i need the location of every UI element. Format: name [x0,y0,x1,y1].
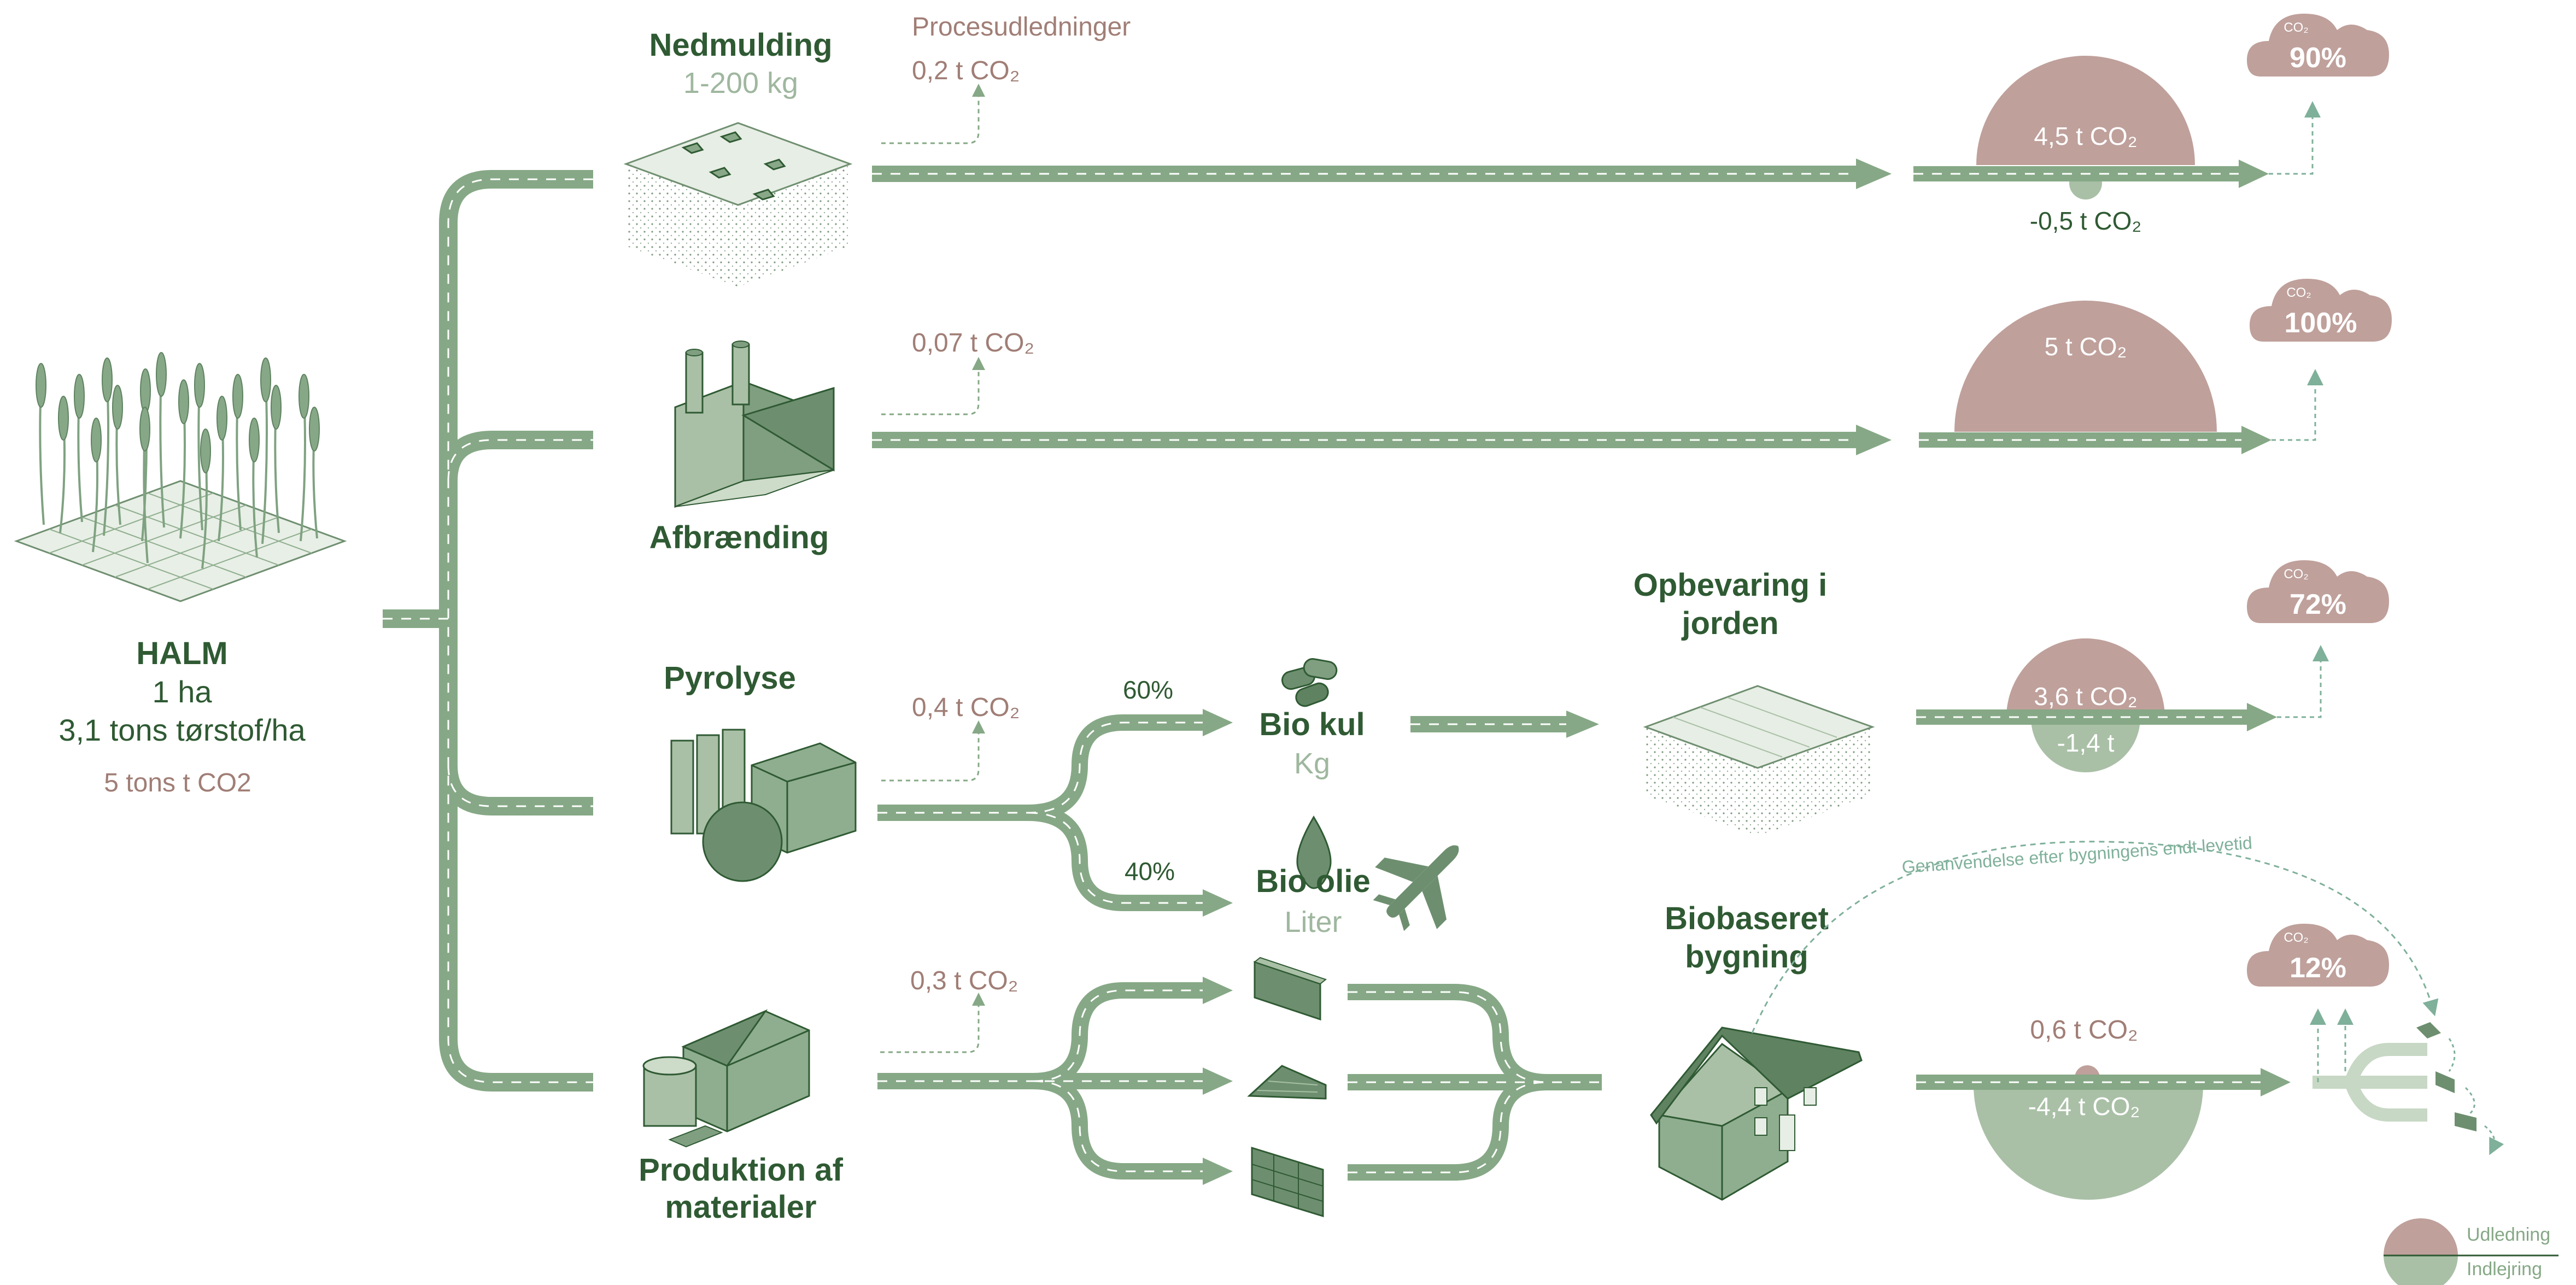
cloud2-co2: CO₂ [2286,285,2311,300]
legend-storage-swatch [2384,1255,2458,1285]
route1-storage-label: -0,5 t CO₂ [2030,207,2141,235]
cloud2-pct: 100% [2285,307,2357,339]
storage-stage-line1: Opbevaring i [1634,567,1828,603]
cloud4-co2: CO₂ [2284,930,2308,945]
soil-plot-icon [623,122,853,287]
route3-emission-dome [2006,638,2165,718]
route4-process-co2: 0,3 t CO₂ [910,966,1018,995]
product-biooil-unit: Liter [1284,906,1342,938]
panel-icon [1253,957,1327,1021]
brick-icon [1251,1146,1324,1218]
route1-emission-label: 4,5 t CO₂ [2034,122,2137,150]
route4-result-road [1916,1068,2291,1096]
legend-storage-label: Indlejring [2467,1259,2542,1280]
route3-road [877,714,1211,911]
route3-storage-label: -1,4 t [2057,729,2115,757]
route1-sub: 1-200 kg [683,67,798,99]
route4-title-line1: Produktion af [639,1152,843,1188]
route2-process-co2: 0,07 t CO₂ [912,328,1034,357]
factory-icon [674,341,835,508]
cloud4-pct: 12% [2290,952,2346,984]
charcoal-icon [1281,658,1338,707]
route2-result-road [1919,426,2271,454]
route1-result-road [1913,160,2269,188]
small-panel-icon [2436,1071,2455,1093]
route4-emission-label: 0,6 t CO₂ [2030,1016,2138,1045]
route4-title-line2: materialer [665,1189,816,1225]
route4-road-in [877,982,1211,1180]
route2-road [872,425,1892,455]
source-area: 1 ha [153,674,213,709]
biochar-road [1410,711,1599,738]
cloud-icon-route3: CO₂ 72% [2247,560,2389,623]
cloud1-pct: 90% [2290,42,2346,74]
product-biochar-unit: Kg [1294,747,1330,780]
route3-storage-dome [2031,718,2140,772]
cloud-icon-route1: CO₂ 90% [2247,14,2389,77]
split-bottom: 40% [1125,857,1175,885]
route4-storage-label: -4,4 t CO₂ [2028,1092,2140,1120]
cloud1-co2: CO₂ [2284,20,2308,35]
route3-result-road [1916,703,2277,731]
route2-title: Afbrænding [649,520,829,555]
route1-process-co2: 0,2 t CO₂ [912,56,1020,85]
roof-icon [1247,1065,1327,1100]
pyrolysis-plant-icon [670,729,857,882]
small-brick-icon [2455,1112,2477,1131]
route4-storage-dome [1974,1085,2203,1200]
wheat-field-icon [14,352,347,602]
route4-road-out [1348,984,1602,1181]
cloud-icon-route2: CO₂ 100% [2250,279,2392,342]
legend: Udledning Indlejring [2384,1218,2559,1285]
building-line2: bygning [1685,939,1808,975]
product-biooil: Bio olie [1256,864,1370,899]
legend-emission-swatch [2384,1218,2458,1255]
route1-emission-dome [1976,56,2195,165]
product-biochar: Bio kul [1259,707,1365,742]
recycle-loop [2310,1008,2504,1155]
building-line1: Biobaseret [1665,901,1829,936]
storage-stage-line2: jorden [1681,606,1778,641]
cloud3-co2: CO₂ [2284,567,2308,582]
process-emissions-heading: Procesudledninger [912,13,1131,42]
airplane-icon [1373,845,1459,931]
route3-process-co2: 0,4 t CO₂ [912,693,1020,722]
split-top: 60% [1123,676,1173,704]
oil-drop-icon [1296,815,1332,889]
route3-title: Pyrolyse [664,660,796,696]
route1-road [872,159,1892,189]
route2-emission-dome [1954,301,2217,432]
route2-emission-label: 5 t CO₂ [2045,332,2127,361]
route3-emission-label: 3,6 t CO₂ [2034,682,2137,711]
material-plant-icon [642,1009,810,1148]
cloud-icon-route4: CO₂ 12% [2247,924,2389,987]
route1-title: Nedmulding [649,27,832,63]
small-roof-icon [2416,1022,2441,1038]
house-icon [1650,1026,1863,1201]
reuse-label: Genanvendelse efter bygningens endt leve… [1901,833,2253,877]
source-title: HALM [136,636,228,671]
source-co2: 5 tons t CO2 [104,768,251,797]
cloud3-pct: 72% [2290,589,2346,620]
reuse-arc [1751,841,2439,1034]
legend-emission-label: Udledning [2467,1224,2550,1245]
soil-storage-icon [1643,685,1875,836]
source-dry-matter: 3,1 tons tørstof/ha [58,713,306,747]
trunk-roads [383,170,593,1092]
